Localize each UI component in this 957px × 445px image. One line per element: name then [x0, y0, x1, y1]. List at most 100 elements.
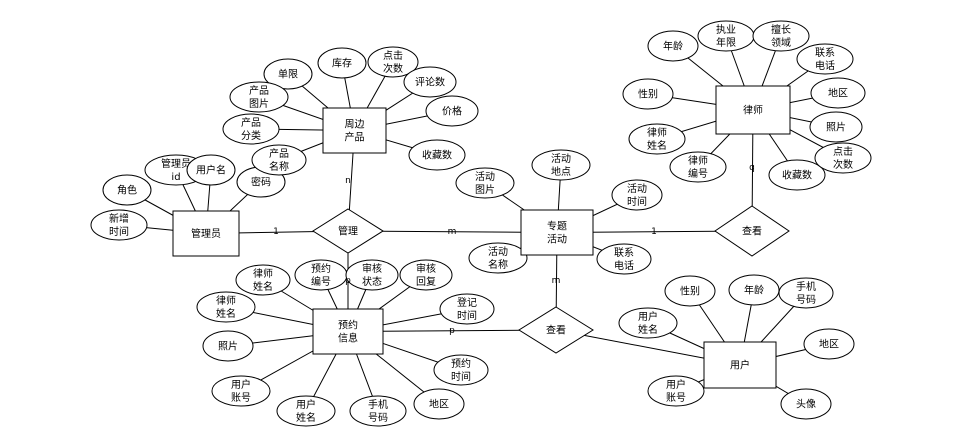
attribute-label: 活动地点	[551, 153, 571, 178]
entity-label: 律师	[743, 104, 763, 117]
attribute-ellipse	[102, 174, 152, 206]
entity-product: 周边产品	[322, 107, 387, 154]
attribute-ellipse	[317, 47, 367, 79]
attribute-ellipse	[455, 167, 515, 199]
attribute-a_user_2: 年龄	[728, 274, 780, 306]
entity-user: 用户	[703, 341, 777, 389]
relationship-label: 查看	[742, 225, 762, 238]
attribute-label: 评论数	[415, 76, 445, 89]
attribute-label: 联系电话	[815, 47, 835, 72]
attribute-label: 角色	[117, 184, 137, 197]
cardinality-label: 1	[273, 227, 279, 237]
attribute-a_law_1: 年龄	[647, 30, 699, 62]
attribute-a_prod_7: 产品分类	[222, 113, 280, 145]
attribute-a_prod_1: 单限	[263, 58, 313, 90]
attribute-label: 律师编号	[688, 154, 708, 180]
attribute-a_book_5: 律师姓名	[196, 291, 256, 323]
attribute-ellipse	[211, 375, 271, 407]
attribute-label: 用户账号	[666, 378, 686, 404]
attribute-ellipse	[196, 291, 256, 323]
attribute-label: 用户姓名	[638, 310, 658, 336]
attribute-ellipse	[768, 159, 826, 191]
attribute-label: 年龄	[744, 284, 764, 297]
attribute-a_prod_5: 产品图片	[229, 81, 289, 113]
attribute-a_prod_8: 产品名称	[251, 144, 307, 176]
entity-box	[312, 308, 384, 355]
attribute-a_law_6: 地区	[810, 77, 866, 109]
attribute-a_act_4: 活动名称	[468, 242, 528, 274]
cardinality-label: m	[448, 227, 457, 237]
attribute-ellipse	[276, 395, 336, 427]
entity-activity: 专题活动	[520, 209, 594, 256]
attribute-label: 地区	[429, 398, 449, 411]
attribute-a_book_4: 审核回复	[399, 259, 453, 291]
attribute-a_prod_4: 评论数	[403, 66, 457, 98]
attribute-ellipse	[618, 307, 678, 339]
attribute-ellipse	[229, 81, 289, 113]
attribute-a_law_10: 收藏数	[768, 159, 826, 191]
attribute-a_user_1: 性别	[664, 275, 716, 307]
attribute-ellipse	[809, 111, 863, 143]
relationship-diamond	[714, 205, 790, 257]
attribute-ellipse	[403, 66, 457, 98]
entity-label: 预约信息	[338, 319, 358, 345]
attribute-ellipse	[468, 242, 528, 274]
attribute-a_law_8: 照片	[809, 111, 863, 143]
attribute-ellipse	[803, 328, 855, 360]
attribute-ellipse	[90, 209, 148, 241]
attribute-ellipse	[814, 142, 872, 174]
attribute-ellipse	[251, 144, 307, 176]
entity-box	[715, 85, 791, 135]
attribute-label: 性别	[680, 285, 700, 298]
attribute-ellipse	[408, 139, 466, 171]
attribute-ellipse	[186, 154, 236, 186]
attribute-a_book_2: 预约编号	[294, 259, 348, 291]
attribute-label: 价格	[442, 105, 462, 118]
attribute-ellipse	[413, 388, 465, 420]
attribute-a_law_5: 性别	[622, 78, 674, 110]
attribute-label: 年龄	[663, 40, 683, 53]
attribute-ellipse	[664, 275, 716, 307]
entity-box	[322, 107, 387, 154]
attribute-a_law_3: 擅长领域	[752, 20, 810, 52]
attribute-a_user_3: 手机号码	[778, 277, 834, 309]
attribute-a_prod_3: 点击次数	[367, 46, 419, 78]
attribute-a_act_1: 活动地点	[531, 149, 591, 181]
attribute-label: 密码	[251, 176, 271, 189]
attribute-a_user_6: 用户账号	[647, 375, 705, 407]
attribute-ellipse	[433, 354, 489, 386]
attribute-a_book_7: 照片	[202, 330, 254, 362]
attribute-a_book_10: 用户姓名	[276, 395, 336, 427]
cardinality-label: p	[345, 276, 351, 286]
entity-label: 用户	[730, 359, 750, 372]
attribute-label: 产品图片	[249, 84, 269, 110]
attribute-a_admin_3: 角色	[102, 174, 152, 206]
attribute-ellipse	[669, 151, 727, 183]
attribute-label: 律师姓名	[253, 267, 273, 293]
attribute-label: 预约编号	[311, 262, 331, 288]
entity-box	[172, 210, 240, 257]
entity-label: 周边产品	[345, 119, 365, 144]
attribute-ellipse	[235, 264, 291, 296]
relationship-label: 查看	[546, 324, 566, 337]
attribute-label: 新增时间	[109, 212, 129, 238]
attribute-label: 用户账号	[231, 378, 251, 404]
attribute-a_book_12: 地区	[413, 388, 465, 420]
entity-box	[703, 341, 777, 389]
attribute-label: 审核回复	[416, 262, 436, 288]
attribute-label: 地区	[828, 87, 848, 100]
attribute-label: 用户姓名	[296, 398, 316, 424]
cardinality-label: q	[749, 163, 755, 173]
attribute-ellipse	[263, 58, 313, 90]
attribute-label: 照片	[218, 340, 238, 353]
attribute-ellipse	[202, 330, 254, 362]
attribute-ellipse	[810, 77, 866, 109]
attribute-a_admin_5: 新增时间	[90, 209, 148, 241]
entity-booking: 预约信息	[312, 308, 384, 355]
cardinality-label: n	[345, 176, 351, 186]
attribute-label: 执业年限	[716, 23, 736, 49]
attribute-a_act_2: 活动图片	[455, 167, 515, 199]
attribute-label: 活动时间	[627, 183, 647, 208]
attribute-label: 登记时间	[457, 296, 477, 322]
